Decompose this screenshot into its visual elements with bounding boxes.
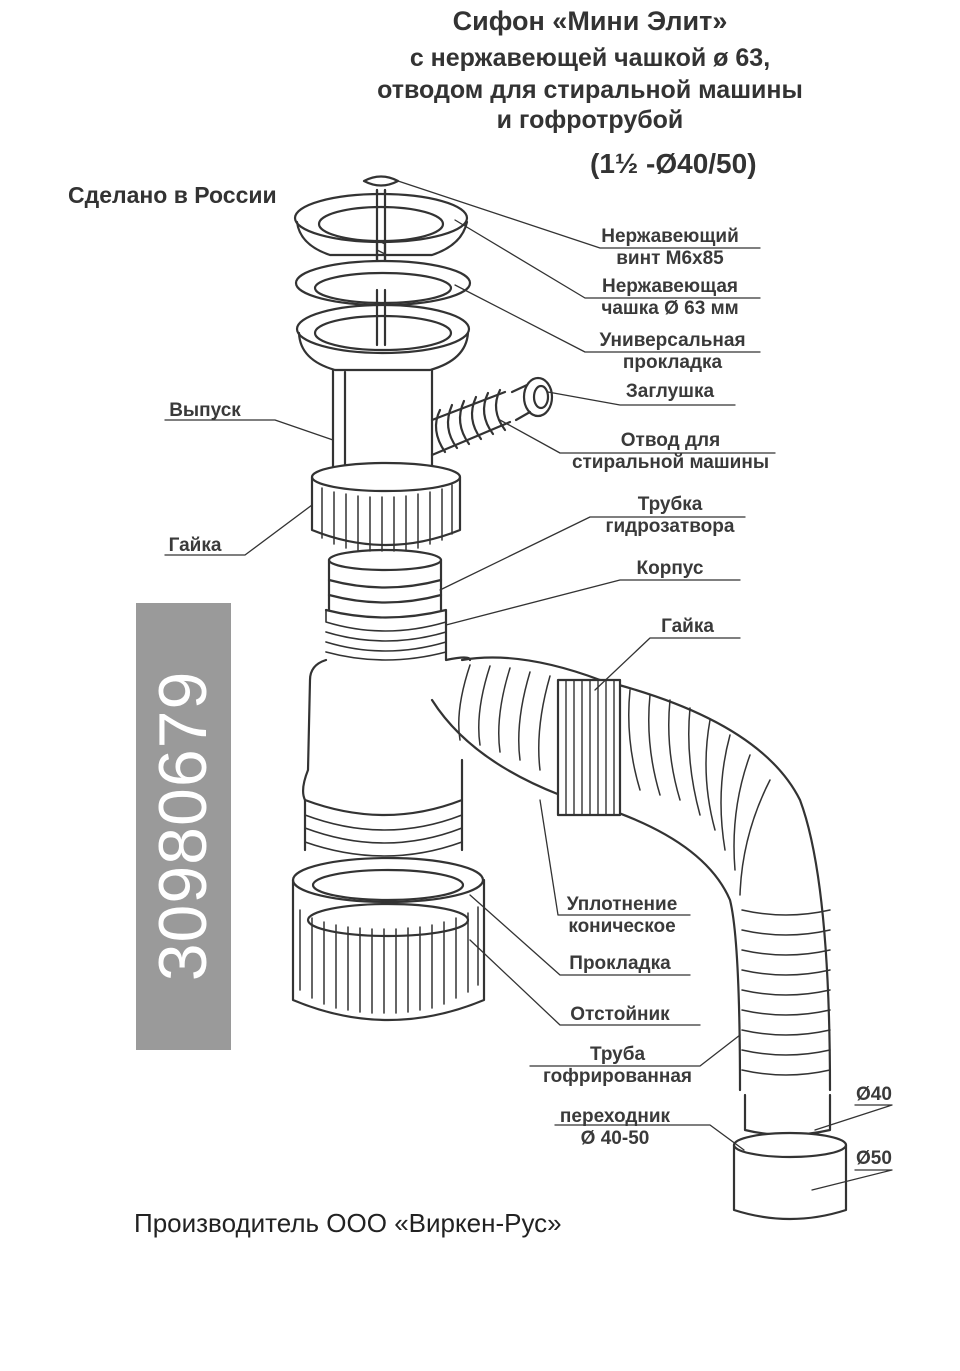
label-plug: Заглушка (625, 381, 715, 402)
title-line-3: отводом для стиральной машины (377, 76, 803, 104)
outlet-part (331, 368, 434, 477)
adapter-part (732, 1093, 848, 1221)
label-d50: Ø50 (856, 1148, 892, 1169)
label-seal-tube-line1: Трубка (637, 494, 703, 515)
label-adapter-line2: Ø 40-50 (580, 1128, 650, 1149)
sump-part (291, 856, 486, 1022)
label-cone-seal: Уплотнение коническое (552, 894, 692, 938)
label-adapter-line1: переходник (559, 1106, 671, 1127)
label-screw-line2: винт М6х85 (616, 248, 724, 269)
article-number-stamp: 30980679 (136, 603, 231, 1050)
label-cup-line2: чашка Ø 63 мм (601, 298, 739, 319)
label-pipe: Труба гофрированная (530, 1044, 705, 1088)
label-d40: Ø40 (856, 1084, 892, 1105)
label-nut-right: Гайка (661, 616, 714, 637)
size-spec: (1½ -Ø40/50) (590, 148, 757, 179)
body-part (301, 608, 472, 857)
label-seal-tube: Трубка гидрозатвора (590, 494, 750, 538)
label-gasket-line1: Универсальная (599, 330, 746, 351)
leader-lines (164, 179, 893, 1191)
upper-nut-part (310, 461, 462, 552)
manufacturer-text: Производитель ООО «Виркен-Рус» (134, 1208, 562, 1238)
label-adapter: переходник Ø 40-50 (545, 1106, 685, 1150)
seal-tube-part (327, 548, 443, 612)
label-cone-seal-line2: коническое (568, 916, 676, 937)
label-nut-left: Гайка (168, 535, 222, 556)
title-line-1: Сифон «Мини Элит» (452, 6, 728, 36)
title-line-4: и гофротрубой (496, 106, 684, 134)
branch-part (430, 376, 554, 457)
label-sump: Отстойник (570, 1004, 670, 1025)
gasket-part (294, 259, 472, 372)
label-body: Корпус (636, 558, 704, 579)
label-screw-line1: Нержавеющий (601, 226, 739, 247)
label-cup-line1: Нержавеющая (601, 276, 739, 297)
label-pipe-line2: гофрированная (543, 1066, 692, 1087)
article-number: 30980679 (145, 670, 221, 982)
label-outlet: Выпуск (169, 400, 241, 421)
label-pipe-line1: Труба (589, 1044, 646, 1065)
label-gasket-line2: прокладка (622, 352, 723, 373)
pipe-part (430, 656, 832, 1092)
label-cup: Нержавеющая чашка Ø 63 мм (585, 276, 755, 320)
made-in-label: Сделано в России (68, 182, 277, 208)
title-line-2: с нержавеющей чашкой ø 63, (409, 44, 771, 72)
label-branch-line2: стиральной машины (571, 452, 770, 473)
label-cone-seal-line1: Уплотнение (566, 894, 678, 915)
label-screw: Нержавеющий винт М6х85 (585, 226, 755, 270)
label-branch-line1: Отвод для (620, 430, 721, 451)
label-branch: Отвод для стиральной машины (558, 430, 783, 474)
label-seal-tube-line2: гидрозатвора (605, 516, 735, 537)
label-gasket: Универсальная прокладка (580, 330, 765, 374)
label-pad: Прокладка (569, 953, 671, 974)
